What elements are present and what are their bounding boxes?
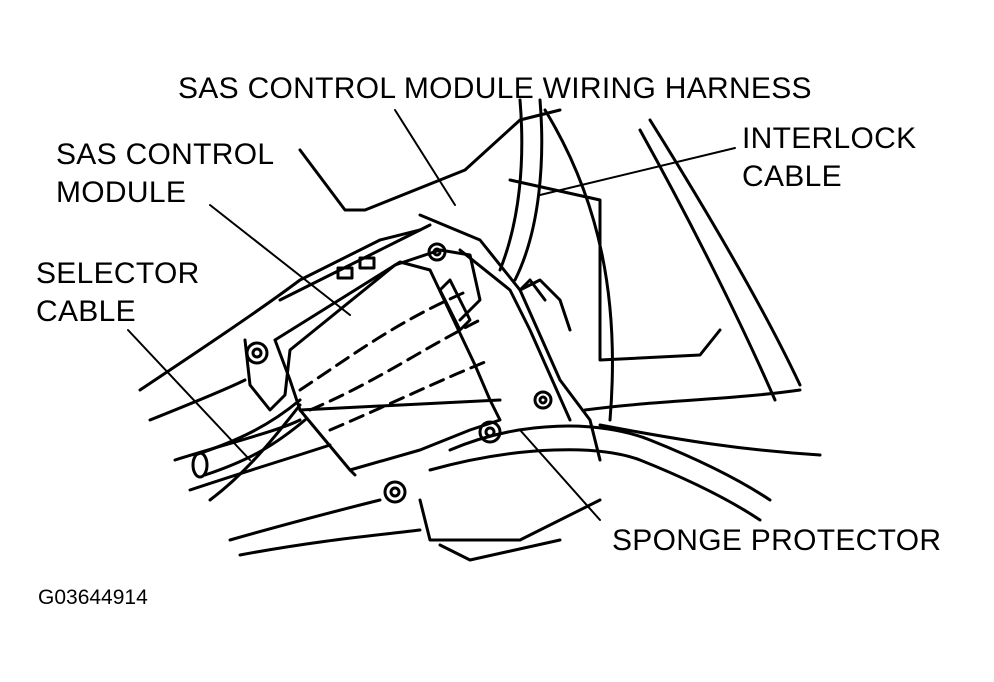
bolt-2-inner [432, 247, 442, 257]
bracket-side [518, 278, 572, 332]
selector-cable-upper [193, 398, 302, 457]
interlock-cable-2 [513, 98, 544, 282]
harness-clip-2 [358, 256, 376, 270]
tube-bottom-2 [438, 538, 562, 562]
label-wiring-harness: SAS CONTROL MODULE WIRING HARNESS [178, 72, 812, 105]
bolt-5 [533, 390, 553, 410]
bracket-side-2 [508, 178, 722, 362]
leader-sponge-protector [519, 429, 601, 521]
leader-selector-cable [127, 329, 251, 461]
module-top [273, 260, 492, 402]
bracket-frame [243, 248, 482, 412]
tunnel-left [138, 228, 422, 392]
bolt-1 [245, 341, 269, 365]
bolt-4-inner [389, 486, 401, 498]
bolt-3-inner [484, 426, 496, 438]
label-control-module: SAS CONTROL MODULE [56, 138, 275, 209]
tube-inner [428, 448, 762, 522]
bolt-3 [478, 420, 502, 444]
bolt-2 [427, 242, 447, 262]
internal-wire-3 [328, 358, 492, 432]
figure-id: G03644914 [38, 586, 148, 609]
console-outline [298, 108, 562, 212]
internal-wire-1 [298, 288, 472, 392]
interlock-cable [498, 98, 524, 272]
bolt-5-inner [538, 395, 548, 405]
leader-interlock-cable [539, 147, 736, 196]
selector-cable-end [191, 451, 209, 479]
tunnel-lower-2 [188, 443, 332, 492]
console-edge-right [543, 108, 614, 422]
tube-outer [448, 424, 772, 502]
leader-wiring-harness [394, 109, 456, 206]
bracket-tab [518, 278, 547, 302]
floor-contour-2 [598, 423, 822, 457]
module-bottom [348, 398, 502, 472]
label-interlock-cable: INTERLOCK CABLE [742, 122, 917, 193]
label-selector-cable: SELECTOR CABLE [36, 257, 200, 328]
label-sponge-protector: SPONGE PROTECTOR [612, 524, 942, 557]
bolt-1-inner [251, 347, 263, 359]
selector-rod [208, 403, 302, 502]
base-plate-2 [238, 528, 422, 557]
tunnel-left-2 [148, 378, 247, 422]
floor-contour [583, 388, 802, 412]
module-front-edge [298, 398, 502, 412]
sponge-protector-pad [438, 278, 472, 332]
base-plate [228, 498, 382, 542]
harness-clip [336, 266, 354, 280]
leader-control-module [209, 204, 351, 316]
body-panel-right [648, 118, 802, 387]
tube-bottom [418, 498, 602, 542]
bolt-4 [383, 480, 407, 504]
bracket-rail [418, 213, 602, 462]
bracket-rail-2 [458, 248, 572, 422]
